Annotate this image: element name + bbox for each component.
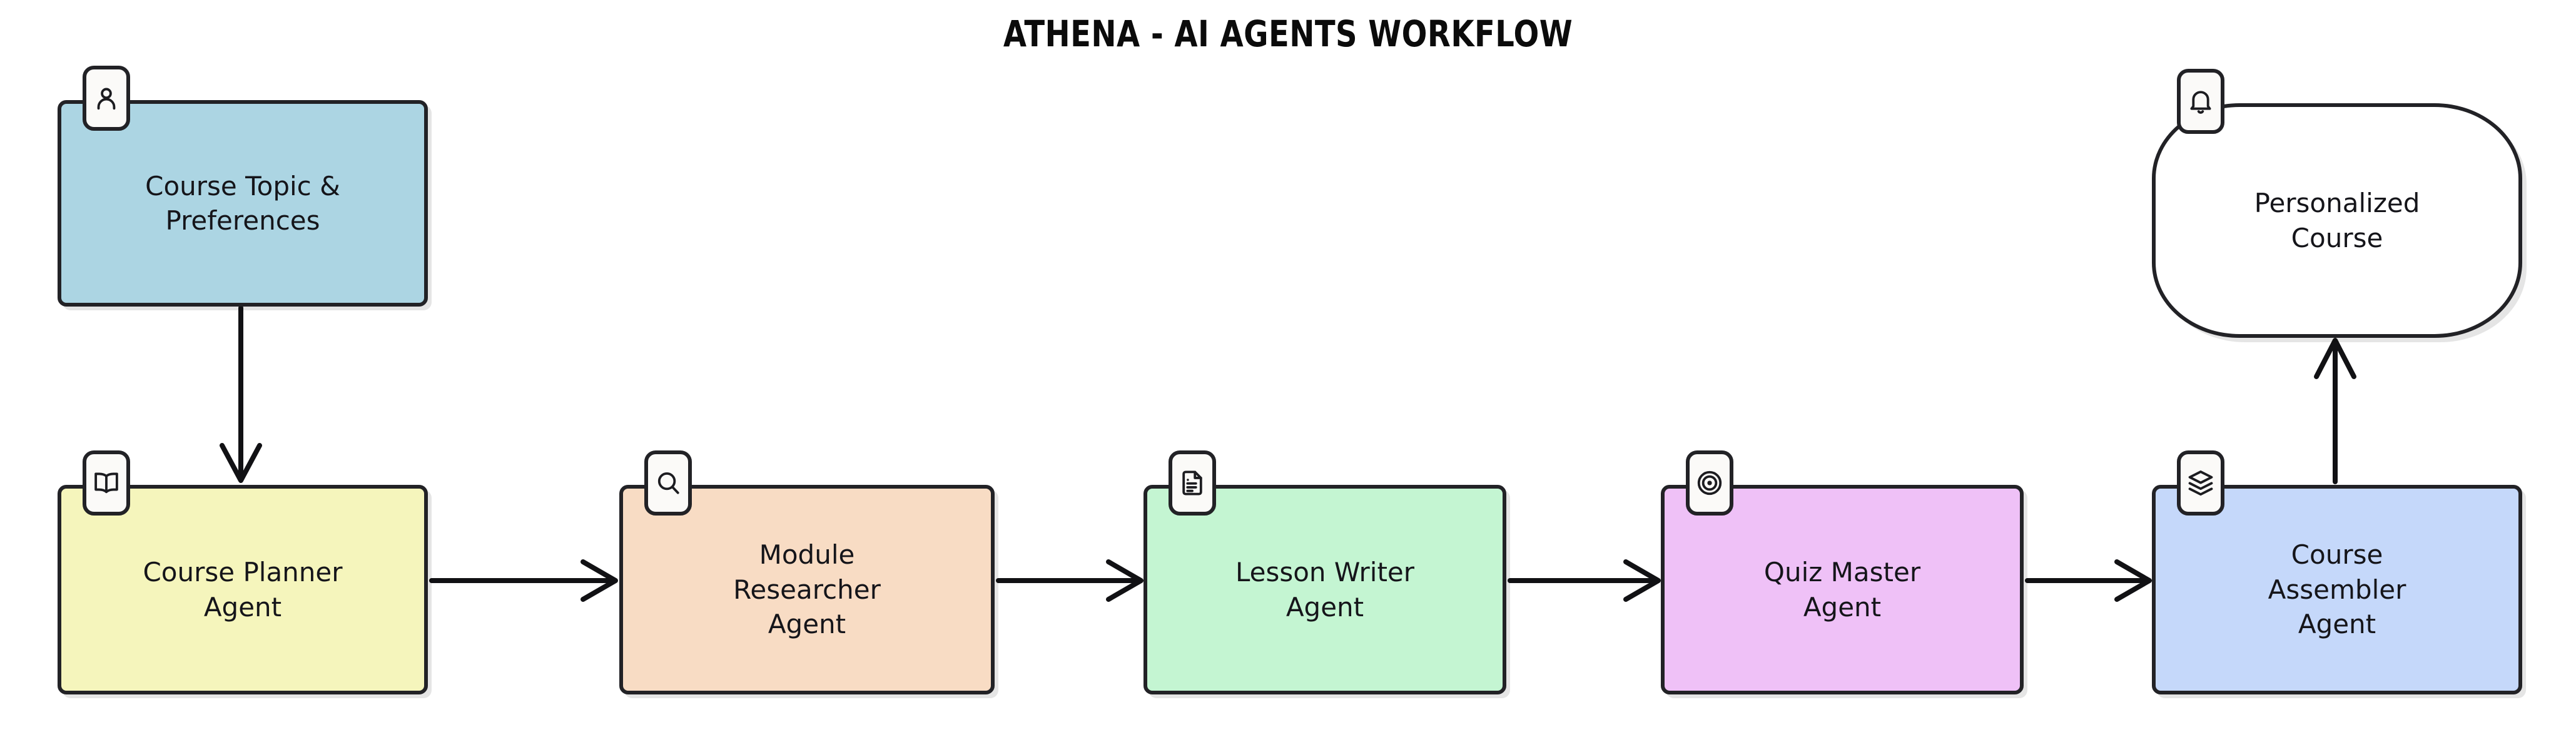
node-label: Course Planner Agent: [143, 557, 343, 622]
edge-quiz-to-assembler: [2025, 559, 2152, 602]
target-icon: [1686, 450, 1733, 516]
book-icon: [83, 450, 130, 516]
node-personalized-course[interactable]: Personalized Course: [2152, 103, 2522, 338]
node-label: Lesson Writer Agent: [1235, 557, 1415, 622]
node-label: Course Topic & Preferences: [145, 170, 340, 236]
diagram-title: ATHENA - AI AGENTS WORKFLOW: [1003, 13, 1573, 55]
node-course-planner-agent[interactable]: Course Planner Agent: [58, 485, 428, 694]
edge-researcher-to-writer: [996, 559, 1143, 602]
node-label: Course Assembler Agent: [2268, 539, 2406, 640]
edge-writer-to-quiz: [1508, 559, 1661, 602]
search-icon: [644, 450, 692, 516]
layers-icon: [2177, 450, 2224, 516]
edge-planner-to-researcher: [429, 559, 618, 602]
node-label: Quiz Master Agent: [1763, 557, 1921, 622]
node-label: Personalized Course: [2254, 188, 2420, 253]
bell-icon: [2177, 69, 2224, 134]
document-icon: [1169, 450, 1216, 516]
node-lesson-writer-agent[interactable]: Lesson Writer Agent: [1143, 485, 1506, 694]
node-label: Module Researcher Agent: [733, 539, 881, 640]
edge-assembler-to-output: [2314, 338, 2356, 484]
node-module-researcher-agent[interactable]: Module Researcher Agent: [619, 485, 995, 694]
node-course-topic-preferences[interactable]: Course Topic & Preferences: [58, 100, 428, 307]
user-icon: [83, 66, 130, 131]
node-course-assembler-agent[interactable]: Course Assembler Agent: [2152, 485, 2522, 694]
edge-input-to-planner: [220, 305, 262, 483]
node-quiz-master-agent[interactable]: Quiz Master Agent: [1661, 485, 2024, 694]
